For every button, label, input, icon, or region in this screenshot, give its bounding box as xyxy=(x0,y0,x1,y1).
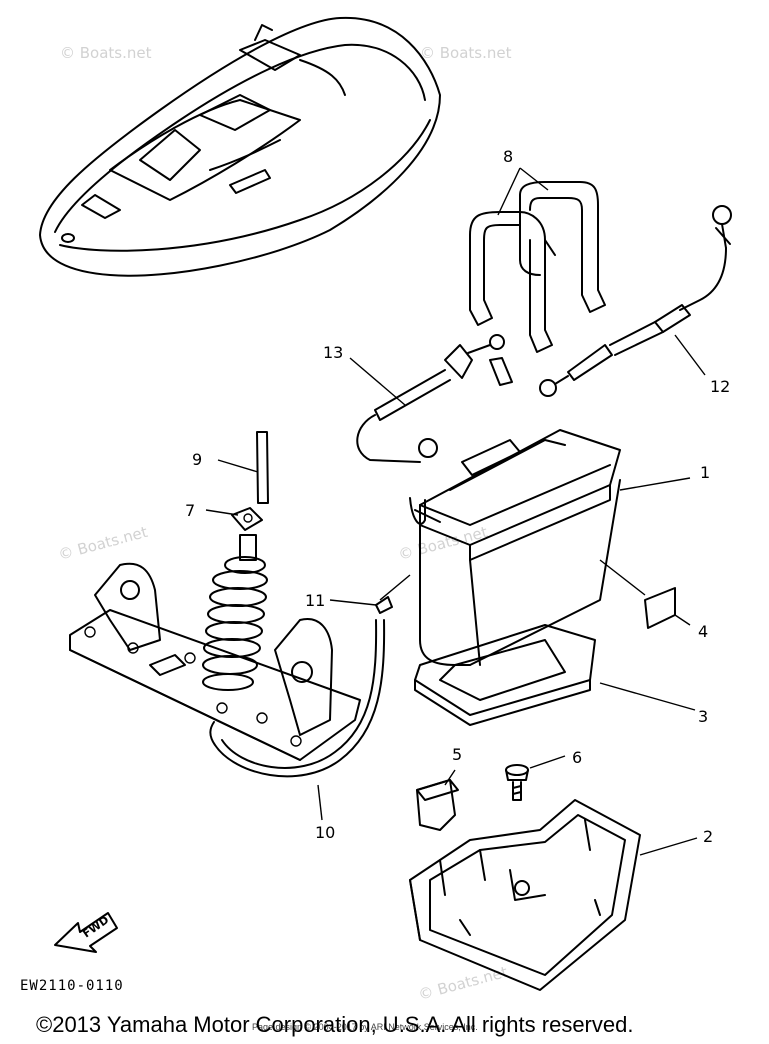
watermark-layer: © Boats.net © Boats.net © Boats.net © Bo… xyxy=(56,44,511,1004)
vent-hose-inner xyxy=(221,619,378,769)
callout-7: 7 xyxy=(185,501,195,520)
bellows-assembly xyxy=(202,534,268,691)
callout-10: 10 xyxy=(315,823,335,842)
callout-numbers: 1 2 3 4 5 6 7 8 9 10 11 12 13 xyxy=(185,147,730,846)
copyright-notice: ©2013 Yamaha Motor Corporation, U.S.A. A… xyxy=(36,1012,633,1037)
watermark: © Boats.net xyxy=(416,963,509,1004)
battery xyxy=(409,429,621,666)
battery-label xyxy=(644,587,676,629)
callout-11: 11 xyxy=(305,591,325,610)
watermark: © Boats.net xyxy=(60,44,152,62)
callout-3: 3 xyxy=(698,707,708,726)
callout-2: 2 xyxy=(703,827,713,846)
callout-13: 13 xyxy=(323,343,343,362)
battery-straps xyxy=(469,181,606,353)
watermark: © Boats.net xyxy=(56,523,149,564)
battery-box xyxy=(409,799,641,991)
cap-top xyxy=(416,779,459,801)
vent-hose xyxy=(209,619,386,778)
positive-cable xyxy=(539,205,732,397)
diagram-code: EW2110-0110 xyxy=(20,978,124,994)
vent-pipe-fitting xyxy=(231,431,269,531)
mounting-plate xyxy=(69,562,361,761)
page-design-credit: Page design © 2004-2017 by ARI Network S… xyxy=(252,1022,478,1032)
callout-6: 6 xyxy=(572,748,582,767)
callout-5: 5 xyxy=(452,745,462,764)
negative-cable xyxy=(356,334,513,463)
callout-9: 9 xyxy=(192,450,202,469)
battery-mat xyxy=(414,624,596,726)
callout-8: 8 xyxy=(503,147,513,166)
callout-4: 4 xyxy=(698,622,708,641)
leader-lines xyxy=(205,167,706,856)
watercraft-illustration xyxy=(39,16,441,277)
bolt xyxy=(505,764,529,801)
direction-label: FWD xyxy=(80,913,111,940)
cable-clip xyxy=(375,596,393,614)
callout-12: 12 xyxy=(710,377,730,396)
direction-arrow: FWD xyxy=(54,912,118,953)
callout-1: 1 xyxy=(700,463,710,482)
watermark: © Boats.net xyxy=(420,44,512,62)
